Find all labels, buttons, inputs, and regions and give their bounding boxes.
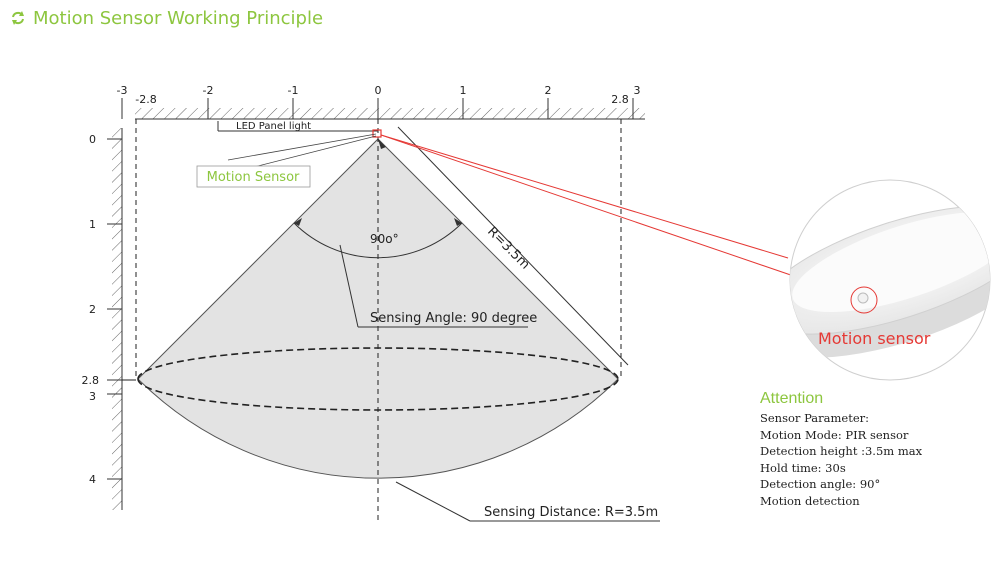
sensor-lens <box>857 292 869 304</box>
panel-inset: Motion sensor <box>789 179 991 381</box>
x-tick-label: 2 <box>545 84 552 97</box>
x-tick-label: 0 <box>375 84 382 97</box>
led-panel-callout: LED Panel light <box>217 121 378 132</box>
x-mark-label: -2.8 <box>135 93 156 106</box>
attention-line: Detection height :3.5m max <box>760 444 923 458</box>
attention-panel: Attention Sensor Parameter: Motion Mode:… <box>760 390 922 509</box>
attention-line: Detection angle: 90° <box>760 477 881 491</box>
page-title: Motion Sensor Working Principle <box>33 7 324 29</box>
led-panel-label: LED Panel light <box>236 121 311 132</box>
x-tick-label: -2 <box>203 84 214 97</box>
sensing-angle-callout: Sensing Angle: 90 degree <box>339 244 537 328</box>
y-tick-label: 0 <box>89 133 96 146</box>
x-tick-label: -3 <box>117 84 128 97</box>
radius-arrow <box>378 139 386 149</box>
sensing-distance-callout: Sensing Distance: R=3.5m <box>395 481 660 522</box>
sensing-angle-label: Sensing Angle: 90 degree <box>370 311 537 326</box>
attention-line: Motion detection <box>760 493 860 508</box>
y-tick-label: 3 <box>89 390 96 403</box>
callout-line <box>380 134 859 299</box>
sensor-highlight <box>850 286 878 314</box>
motion-sensor-callout: Motion Sensor <box>196 133 377 188</box>
y-tick-label: 4 <box>89 473 96 486</box>
wall <box>112 128 123 510</box>
motion-sensor-label: Motion Sensor <box>207 170 300 185</box>
ceiling <box>135 108 645 120</box>
inset-label: Motion sensor <box>818 329 931 348</box>
callout-line <box>380 134 789 259</box>
angle-arc <box>293 222 463 259</box>
y-tick-labels: 0 1 2 3 4 2.8 <box>82 133 100 486</box>
header: Motion Sensor Working Principle <box>10 6 323 30</box>
arc-arrow-right <box>454 218 462 226</box>
x-tick-label: 1 <box>460 84 467 97</box>
x-tick-labels: -3 -2 -1 0 1 2 3 -2.8 2.8 <box>117 84 641 106</box>
sensing-distance-label: Sensing Distance: R=3.5m <box>484 505 658 520</box>
attention-line: Hold time: 30s <box>760 460 846 475</box>
y-mark-label: 2.8 <box>82 374 100 387</box>
radius-dimension <box>397 126 629 366</box>
x-axis <box>121 98 634 119</box>
refresh-arrow-icon <box>12 11 24 25</box>
x-tick-label: -1 <box>288 84 299 97</box>
motion-sensor-marker <box>372 129 382 138</box>
arc-arrow-left <box>294 218 302 226</box>
attention-title: Attention <box>760 390 824 407</box>
attention-line: Sensor Parameter: <box>760 411 870 425</box>
angle-label: 90o° <box>370 232 399 246</box>
y-axis <box>107 138 122 480</box>
attention-line: Motion Mode: PIR sensor <box>760 427 909 442</box>
y-tick-label: 1 <box>89 218 96 231</box>
x-mark-label: 2.8 <box>611 93 629 106</box>
y-tick-label: 2 <box>89 303 96 316</box>
x-tick-label: 3 <box>634 84 641 97</box>
guide-lines <box>135 119 622 522</box>
